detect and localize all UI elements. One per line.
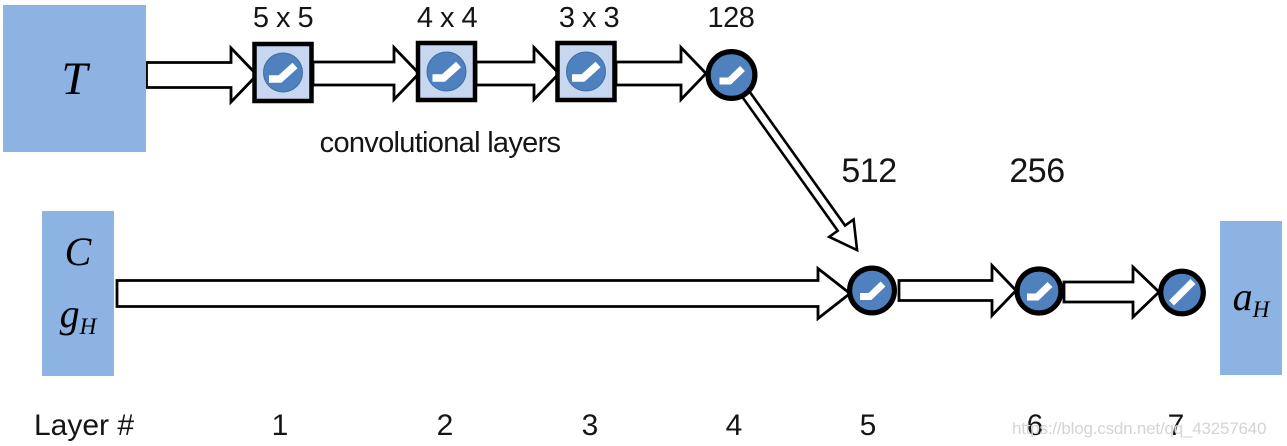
conv-layers-caption: convolutional layers [319,127,561,159]
input-block-T: T [3,5,146,152]
layer-number-3: 3 [581,409,599,442]
linear-icon [1169,279,1196,306]
kernel-size-label-3: 3 x 3 [558,2,620,34]
feature-size-label-128: 128 [707,2,755,34]
arrow-fc5-to-fc6 [897,262,1018,319]
arrow-input-to-conv1 [145,44,259,106]
relu-icon [269,62,298,83]
input-gH-label: gH [59,291,97,340]
layer-number-4: 4 [725,409,743,442]
kernel-size-label-1: 5 x 5 [252,2,314,34]
relu-icon [860,281,886,300]
arrow-conv1-to-conv2 [311,44,421,103]
input-T-label: T [61,52,88,105]
fc5-node [847,265,897,316]
watermark: https://blog.csdn.net/qq_43257640 [1012,419,1267,438]
arrow-fc6-to-output [1062,263,1162,321]
input-block-C-gH: C gH [42,211,114,376]
layer-number-7: 7 [1167,409,1185,442]
arrows [115,44,1162,322]
arrow-conv4-to-fc5-diagonal [739,88,859,253]
relu-icon [719,65,745,85]
layer-number-1: 1 [271,409,289,442]
kernel-size-label-2: 4 x 4 [416,2,478,34]
layer-axis-label: Layer # [34,409,135,442]
relu-icon [1027,281,1053,301]
arrow-conv2-to-conv3 [474,44,561,103]
relu-icon [432,61,462,82]
layer-number-6: 6 [1026,409,1044,442]
layer-number-2: 2 [436,409,454,442]
fc6-node [1014,266,1064,316]
output-node [1158,268,1206,317]
conv3-node [555,40,617,103]
relu-icon [572,61,601,82]
output-block-aH: aH [1220,221,1282,375]
conv2-node [415,40,478,103]
feature-size-label-512: 512 [841,152,897,190]
layer-number-5: 5 [859,409,877,442]
arrow-input-to-fc5 [115,265,853,322]
input-C-label: C [64,229,92,275]
arrow-conv3-to-conv4 [614,44,708,103]
feature-size-label-256: 256 [1009,152,1065,190]
conv4-node [705,49,758,101]
conv1-node [252,41,314,104]
output-aH-label: aH [1232,273,1270,323]
